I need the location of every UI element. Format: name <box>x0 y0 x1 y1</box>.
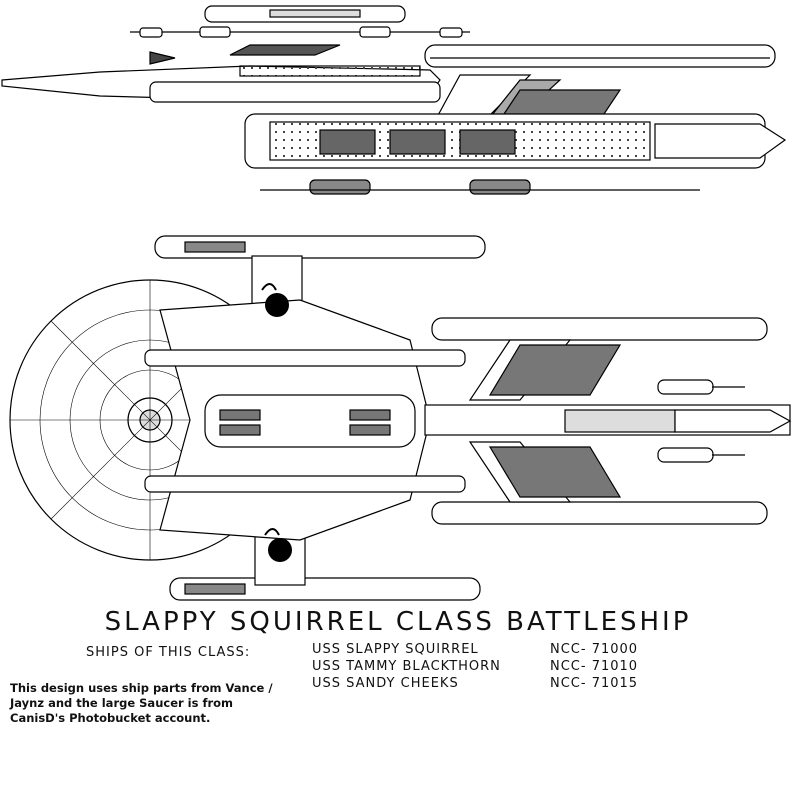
ship-name: USS SLAPPY SQUIRREL <box>312 642 479 657</box>
list-item: USS SANDY CHEEKS NCC- 71015 <box>312 675 638 692</box>
list-item: USS SLAPPY SQUIRREL NCC- 71000 <box>312 641 638 658</box>
ship-registry: NCC- 71000 <box>550 642 639 657</box>
list-item: USS TAMMY BLACKTHORN NCC- 71010 <box>312 658 638 675</box>
ships-heading: SHIPS OF THIS CLASS: <box>86 645 251 660</box>
ship-list: USS SLAPPY SQUIRREL NCC- 71000 USS TAMMY… <box>312 641 638 692</box>
ship-name: USS SANDY CHEEKS <box>312 676 459 691</box>
ship-name: USS TAMMY BLACKTHORN <box>312 659 501 674</box>
side-view <box>1 5 787 195</box>
ship-registry: NCC- 71010 <box>550 659 639 674</box>
top-view <box>9 235 792 601</box>
starship-schematic <box>1 5 792 601</box>
ship-registry: NCC- 71015 <box>550 676 639 691</box>
credit-note: This design uses ship parts from Vance /… <box>10 681 273 725</box>
page-title: SLAPPY SQUIRREL CLASS BATTLESHIP <box>104 607 692 637</box>
squirrel-emblem-icon <box>264 528 292 562</box>
squirrel-emblem-icon <box>261 283 289 317</box>
